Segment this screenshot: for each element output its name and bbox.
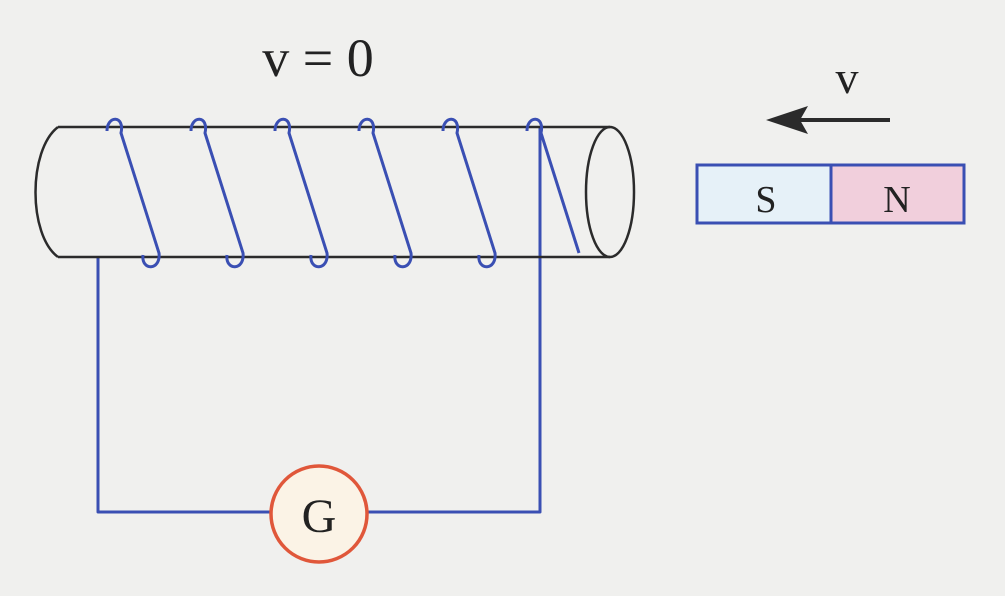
coil-turn (105, 117, 161, 269)
galvanometer-label: G (302, 490, 337, 543)
wire-right-lead (368, 127, 542, 514)
solenoid-left-end (34, 126, 59, 259)
magnet-north-pole (829, 163, 966, 225)
bar-magnet: S N (695, 163, 966, 225)
coil-turn (525, 117, 581, 254)
magnet-south-label: S (755, 179, 776, 221)
magnet-south-pole (695, 163, 833, 225)
solenoid (34, 117, 636, 269)
velocity-arrow-left-icon (766, 106, 890, 134)
galvanometer: G (269, 464, 369, 564)
coil-turn (357, 117, 413, 269)
coil-turn (441, 117, 497, 269)
solenoid-open-end (584, 125, 636, 259)
coil-turn (189, 117, 245, 269)
magnet-north-label: N (883, 179, 910, 221)
coil-turn (273, 117, 329, 269)
coil-windings (105, 117, 581, 269)
galvanometer-ring (269, 464, 369, 564)
magnet-velocity-label: v (836, 52, 859, 103)
circuit-wire (96, 127, 542, 514)
solenoid-velocity-label: v = 0 (262, 28, 373, 88)
wire-left-lead (96, 257, 270, 514)
